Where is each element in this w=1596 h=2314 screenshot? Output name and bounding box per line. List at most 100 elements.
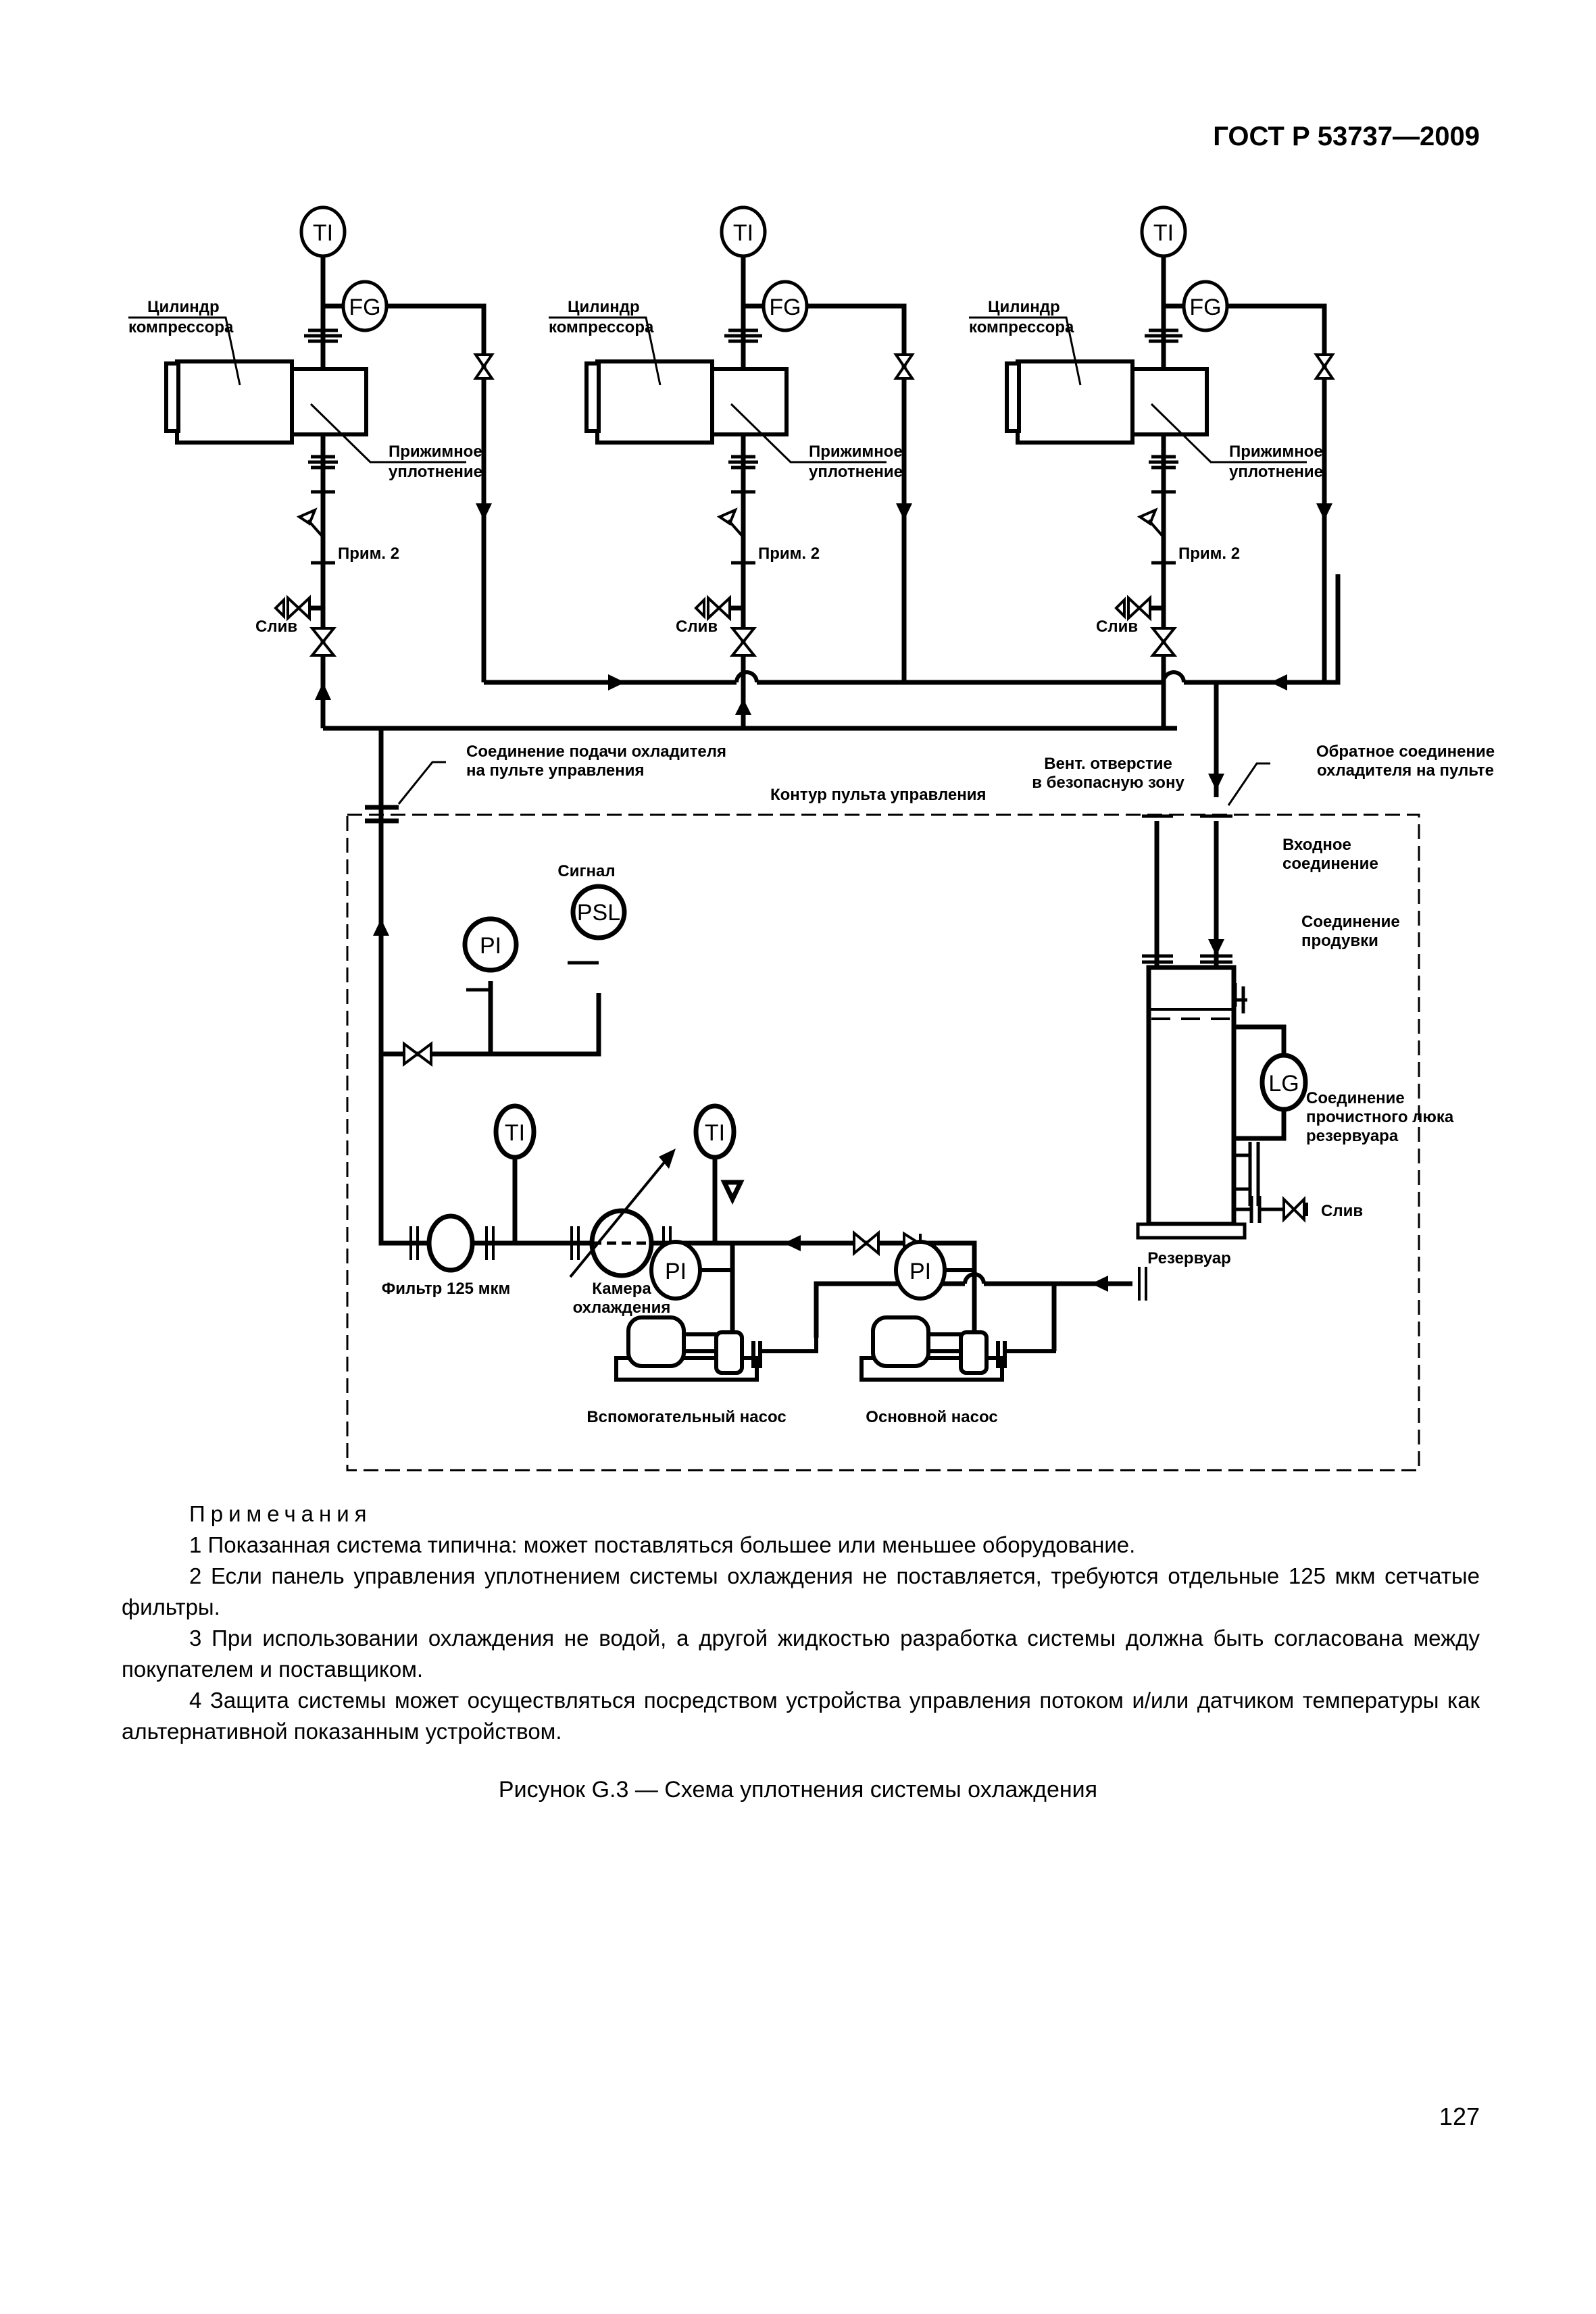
cooler-label: охлаждения bbox=[573, 1299, 671, 1317]
drain-valve bbox=[1114, 595, 1151, 622]
packing-box bbox=[1130, 367, 1209, 436]
cylinder-end bbox=[1005, 361, 1021, 433]
pi-label: PI bbox=[480, 933, 501, 959]
sight-valve bbox=[1314, 353, 1335, 380]
inlet-connection-label: соединение bbox=[1282, 855, 1378, 873]
note-ref-label: Прим. 2 bbox=[338, 545, 399, 563]
level-gauge-circle bbox=[1260, 1053, 1308, 1112]
flow-arrow bbox=[896, 503, 912, 520]
note-item: 4 Защита системы может осуществляться по… bbox=[122, 1688, 1480, 1744]
packing-box bbox=[290, 367, 368, 436]
ti-label: TI bbox=[313, 220, 333, 246]
leader-line bbox=[730, 403, 887, 463]
purge-connection-label: Соединение bbox=[1301, 913, 1400, 931]
leader-line bbox=[397, 761, 446, 805]
sight-valve bbox=[473, 353, 495, 380]
note-item: 3 При использовании охлаждения не водой,… bbox=[122, 1626, 1480, 1682]
needle-valve bbox=[1137, 507, 1165, 538]
psl-switch-circle bbox=[570, 884, 627, 940]
cylinder-body bbox=[595, 359, 714, 445]
standard-header: ГОСТ Р 53737—2009 bbox=[1213, 122, 1480, 151]
ti-circle bbox=[1140, 205, 1187, 258]
cleanout-connection-label: Соединение bbox=[1306, 1089, 1405, 1107]
fg-label: FG bbox=[769, 295, 801, 320]
packing-label: уплотнение bbox=[809, 463, 903, 481]
pumps bbox=[614, 1240, 1056, 1382]
cylinder-body bbox=[175, 359, 294, 445]
isolation-valve bbox=[1149, 627, 1178, 657]
sight-valve bbox=[893, 353, 915, 380]
vent-label: в безопасную зону bbox=[1032, 774, 1184, 792]
cooling-system-schematic: TIFGЦилиндркомпрессораПрижимноеуплотнени… bbox=[128, 205, 1495, 1472]
compressor-units: TIFGЦилиндркомпрессораПрижимноеуплотнени… bbox=[128, 205, 1335, 728]
ti-label: TI bbox=[1153, 220, 1174, 246]
drain-valve bbox=[1282, 1196, 1308, 1223]
drain-valve bbox=[694, 595, 731, 622]
flange bbox=[304, 328, 342, 343]
compressor-unit: TIFGЦилиндркомпрессораПрижимноеуплотнени… bbox=[549, 205, 915, 728]
flange bbox=[724, 328, 762, 343]
drain-valve bbox=[274, 595, 311, 622]
cylinder-label: Цилиндр bbox=[147, 298, 220, 316]
ti-label: TI bbox=[733, 220, 753, 246]
fg-return-line bbox=[386, 303, 487, 682]
vent-label: Вент. отверстие bbox=[1044, 755, 1172, 773]
flow-arrow bbox=[373, 919, 389, 936]
aux-pump-label: Вспомогательный насос bbox=[587, 1408, 786, 1426]
aux-pump-casing bbox=[714, 1330, 744, 1375]
aux-pump-motor bbox=[626, 1315, 686, 1368]
supply-line bbox=[378, 821, 427, 1246]
flow-arrow bbox=[1270, 674, 1287, 690]
packing-label: уплотнение bbox=[1229, 463, 1323, 481]
ti-label: TI bbox=[705, 1120, 725, 1146]
leader-line bbox=[1227, 762, 1270, 806]
instrument-branch bbox=[381, 993, 601, 1057]
packing-label: уплотнение bbox=[389, 463, 482, 481]
unit-labels: ЦилиндркомпрессораПрижимноеуплотнениеПри… bbox=[969, 298, 1323, 636]
flow-arrow bbox=[1208, 774, 1224, 790]
packing-label: Прижимное bbox=[1229, 443, 1323, 461]
cylinder-body bbox=[1016, 359, 1134, 445]
cylinder-end bbox=[584, 361, 601, 433]
control-panel-boundary bbox=[346, 813, 1420, 1472]
flow-arrow bbox=[315, 682, 331, 700]
cylinder-label: компрессора bbox=[549, 318, 654, 336]
crossover bbox=[734, 670, 1186, 683]
compressor-unit: TIFGЦилиндркомпрессораПрижимноеуплотнени… bbox=[128, 205, 495, 728]
flange bbox=[728, 455, 758, 565]
cylinder-label: Цилиндр bbox=[988, 298, 1060, 316]
filter-label: Фильтр 125 мкм bbox=[382, 1280, 510, 1298]
main-pump-casing bbox=[959, 1330, 989, 1375]
ti-label: TI bbox=[505, 1120, 525, 1146]
note-ref-label: Прим. 2 bbox=[1178, 545, 1240, 563]
cylinder-end bbox=[164, 361, 180, 433]
notes-section: Примечания 1 Показанная система типична:… bbox=[122, 1499, 1480, 1747]
packing-label: Прижимное bbox=[809, 443, 903, 461]
fg-label: FG bbox=[1189, 295, 1221, 320]
fg-return-line bbox=[1227, 303, 1327, 682]
flanges bbox=[409, 1226, 495, 1260]
leader-line bbox=[309, 403, 466, 463]
flange bbox=[1149, 455, 1178, 565]
flow-arrow bbox=[608, 674, 625, 690]
ti-circle bbox=[493, 1103, 537, 1160]
control-panel-piping bbox=[365, 805, 1308, 1358]
flow-arrow bbox=[476, 503, 492, 520]
main-pump-label: Основной насос bbox=[866, 1408, 997, 1426]
filter-body bbox=[426, 1213, 475, 1273]
reservoir-label: Резервуар bbox=[1147, 1249, 1231, 1267]
unit-labels: ЦилиндркомпрессораПрижимноеуплотнениеПри… bbox=[128, 298, 482, 636]
packing-box bbox=[710, 367, 789, 436]
return-header-pipe bbox=[484, 574, 1341, 685]
figure-caption: Рисунок G.3 — Схема уплотнения системы о… bbox=[498, 1777, 1098, 1803]
leader-line bbox=[549, 316, 662, 386]
supply-connection-label: на пульте управления bbox=[466, 761, 645, 780]
return-connection-label: Обратное соединение bbox=[1316, 743, 1495, 761]
note-ref-label: Прим. 2 bbox=[758, 545, 820, 563]
note-item: 2 Если панель управления уплотнением сис… bbox=[122, 1563, 1480, 1619]
psl-label: PSL bbox=[577, 900, 620, 926]
needle-valve bbox=[296, 507, 324, 538]
isolation-valve bbox=[403, 1041, 432, 1067]
note-item: 1 Показанная система типична: может пост… bbox=[189, 1532, 1136, 1557]
